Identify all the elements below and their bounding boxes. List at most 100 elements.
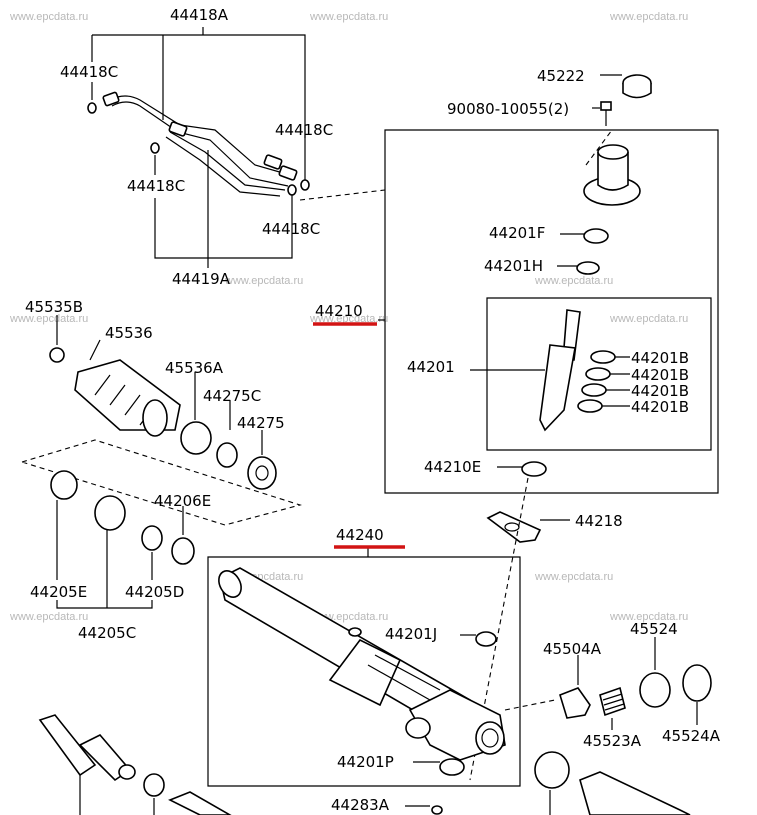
group-frame xyxy=(486,297,712,451)
dashed-connector xyxy=(504,699,556,711)
pressure-tube xyxy=(111,101,289,187)
label-45524A: 45524A xyxy=(662,727,721,745)
label-45222: 45222 xyxy=(537,67,585,85)
nut xyxy=(143,773,165,797)
dust-cap xyxy=(622,83,652,99)
watermark: www.epcdata.ru xyxy=(534,571,613,583)
tube-fitting xyxy=(263,154,283,170)
label-44201B: 44201B xyxy=(631,366,689,384)
watermark: www.epcdata.ru xyxy=(609,611,688,623)
tube-fitting xyxy=(278,165,298,181)
bellows-boot xyxy=(142,399,168,437)
watermark: www.epcdata.ru xyxy=(9,611,88,623)
watermark: www.epcdata.ru xyxy=(534,275,613,287)
label-44418A: 44418A xyxy=(170,6,229,24)
group-frame xyxy=(207,556,521,787)
label-44201: 44201 xyxy=(407,358,455,376)
tube-assembly xyxy=(87,27,386,268)
pressure-tube xyxy=(169,131,286,191)
watermark: www.epcdata.ru xyxy=(309,313,388,325)
label-44201F: 44201F xyxy=(489,224,545,242)
watermark: www.epcdata.ru xyxy=(309,11,388,23)
label-44418C: 44418C xyxy=(127,177,185,195)
dashed-connector xyxy=(299,189,386,201)
label-44201J: 44201J xyxy=(385,625,437,643)
label-90080-10055: 90080-10055(2) xyxy=(447,100,569,118)
bushing xyxy=(50,470,78,500)
tie-rod-end xyxy=(38,714,97,777)
dashed-connector xyxy=(585,129,613,166)
oil-seal xyxy=(521,461,547,477)
label-44418C: 44418C xyxy=(275,121,333,139)
valve-housing xyxy=(597,144,629,160)
valve-box xyxy=(378,74,719,494)
tube-fitting xyxy=(102,91,120,107)
bushing xyxy=(94,495,126,531)
pinion-housing xyxy=(481,728,499,748)
tie-rod-end xyxy=(118,764,136,780)
watermark: www.epcdata.ru xyxy=(224,275,303,287)
bolt xyxy=(600,101,612,111)
watermark: www.epcdata.ru xyxy=(9,11,88,23)
label-44205C: 44205C xyxy=(78,624,136,642)
boot-clamp xyxy=(534,751,570,789)
spring-cap xyxy=(639,672,671,708)
gear-housing xyxy=(218,570,242,598)
leader-line xyxy=(154,195,293,259)
label-44206E: 44206E xyxy=(154,492,211,510)
adjuster-group xyxy=(504,637,712,730)
label-44275: 44275 xyxy=(237,414,285,432)
label-44218: 44218 xyxy=(575,512,623,530)
label-45536: 45536 xyxy=(105,324,153,342)
label-44240: 44240 xyxy=(336,526,384,544)
valve-housing xyxy=(597,152,629,191)
housing-box xyxy=(207,548,521,787)
label-45524: 45524 xyxy=(630,620,678,638)
label-44275C: 44275C xyxy=(203,387,261,405)
snap-ring xyxy=(216,442,238,468)
o-ring xyxy=(287,184,297,196)
breather xyxy=(348,627,362,637)
plug xyxy=(431,805,443,815)
bellows-boot xyxy=(579,771,691,815)
rack-end-stopper xyxy=(247,456,277,490)
watermark: www.epcdata.ru xyxy=(609,11,688,23)
label-44205E: 44205E xyxy=(30,583,87,601)
tie-rod xyxy=(168,791,232,815)
label-45535B: 45535B xyxy=(25,298,83,316)
leader-line xyxy=(89,339,101,361)
pinion-housing xyxy=(475,721,505,755)
oil-seal xyxy=(171,537,195,565)
label-44210E: 44210E xyxy=(424,458,481,476)
rack-guide-spring xyxy=(602,693,625,711)
pinion-housing xyxy=(405,717,431,739)
rack-guide xyxy=(559,687,591,719)
dashed-group-frame xyxy=(20,439,302,526)
label-44210: 44210 xyxy=(315,302,363,320)
label-44419A: 44419A xyxy=(172,270,231,288)
label-44283A: 44283A xyxy=(331,796,390,814)
label-44418C: 44418C xyxy=(60,63,118,81)
seal-ring xyxy=(585,367,611,381)
group-frame xyxy=(384,129,719,494)
seal xyxy=(576,261,600,275)
seal-ring xyxy=(581,383,607,397)
seal xyxy=(475,631,497,647)
label-45504A: 45504A xyxy=(543,640,602,658)
boot-clamp xyxy=(180,421,212,455)
o-ring xyxy=(300,179,310,191)
gasket xyxy=(486,511,542,543)
o-ring xyxy=(87,102,97,114)
oil-seal xyxy=(439,758,465,776)
leader-line xyxy=(56,530,153,609)
o-ring xyxy=(150,142,160,154)
control-valve xyxy=(539,344,576,432)
lock-nut xyxy=(682,664,712,702)
label-44418C: 44418C xyxy=(262,220,320,238)
watermark: www.epcdata.ru xyxy=(9,313,88,325)
housing-bracket xyxy=(328,638,402,707)
label-44205D: 44205D xyxy=(125,583,184,601)
tube-fitting xyxy=(168,121,188,137)
